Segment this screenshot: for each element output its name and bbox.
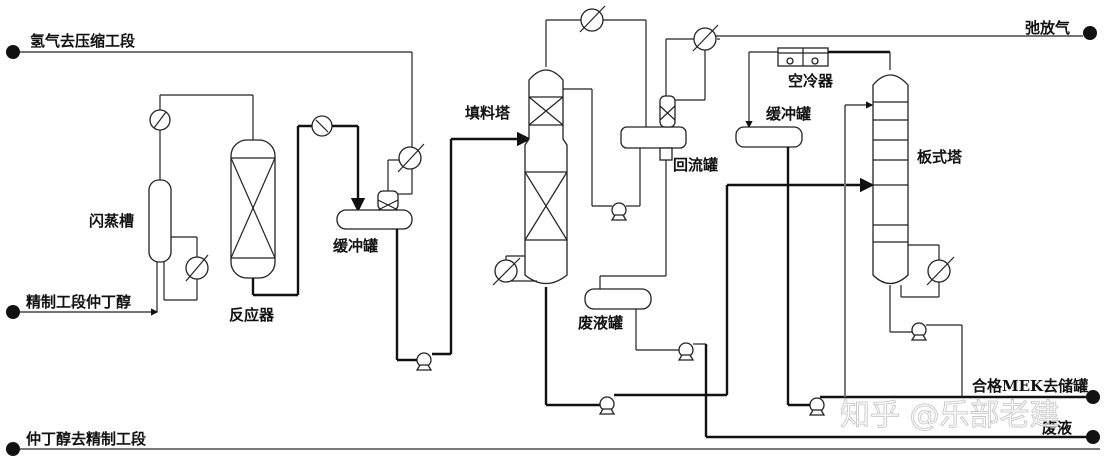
- label-hydrogen-out: 氢气去压缩工段: [30, 32, 135, 50]
- flash-reboiler: [185, 254, 209, 282]
- label-waste-liquid: 废液: [1042, 419, 1073, 437]
- buffer-tank-1: [336, 52, 532, 362]
- flash-tank: [148, 94, 254, 312]
- bottom-pump: [910, 322, 928, 341]
- reflux-tank: [599, 38, 720, 289]
- label-buffer-tank-1: 缓冲罐: [333, 237, 378, 255]
- reactor: [230, 124, 366, 297]
- terminal-vent-gas: [705, 26, 1097, 40]
- label-sec-butanol-in: 精制工段仲丁醇: [26, 293, 131, 311]
- terminal-hydrogen: [6, 45, 412, 59]
- pump-3: [808, 397, 826, 416]
- terminal-mek-product: [820, 390, 1100, 404]
- terminal-waste-liquid: [706, 430, 1100, 444]
- packed-column: [505, 19, 875, 407]
- label-waste-tank: 废液罐: [578, 314, 623, 332]
- tray-column: [872, 74, 963, 397]
- waste-tank: [584, 288, 708, 437]
- waste-pump: [677, 342, 695, 361]
- reflux-pump: [610, 148, 641, 221]
- label-air-cooler: 空冷器: [788, 72, 834, 90]
- label-buffer-tank-2: 缓冲罐: [766, 105, 811, 123]
- label-packed-column: 填料塔: [465, 104, 511, 122]
- label-reactor: 反应器: [229, 306, 275, 324]
- label-flash-tank: 闪蒸槽: [89, 212, 134, 230]
- buffer-condenser: [397, 143, 425, 173]
- terminal-sec-butanol-out: [6, 442, 1100, 456]
- label-vent-gas: 弛放气: [1025, 19, 1070, 37]
- reactor-cooler: [311, 115, 333, 137]
- pump-2: [598, 396, 616, 415]
- top-condenser: [579, 5, 606, 33]
- flash-condenser: [149, 109, 171, 131]
- air-cooler: [745, 47, 891, 129]
- tray-reboiler: [926, 256, 955, 286]
- buffer-tank-2: [735, 101, 874, 407]
- terminal-sec-butanol-in: [6, 305, 159, 319]
- pump-1: [415, 352, 433, 371]
- label-reflux-tank: 回流罐: [673, 156, 718, 174]
- column-reboiler: [492, 257, 521, 286]
- watermark: 知乎 @乐部老建: [840, 398, 1060, 433]
- label-mek-product: 合格MEK去储罐: [971, 377, 1088, 395]
- vent-condenser: [692, 24, 719, 52]
- label-sec-butanol-out: 仲丁醇去精制工段: [26, 430, 146, 448]
- label-tray-column: 板式塔: [917, 148, 963, 166]
